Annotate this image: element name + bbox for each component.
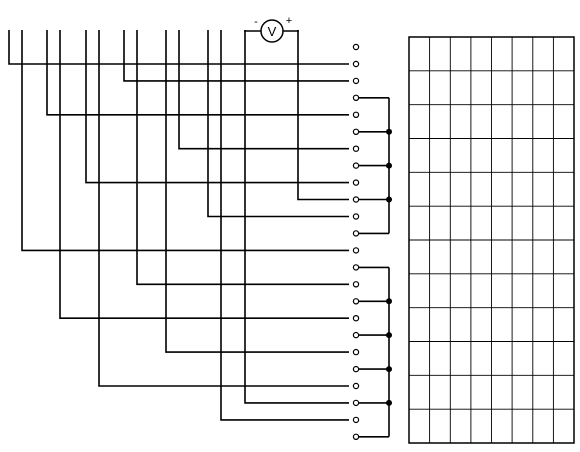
wire: [8, 30, 349, 65]
terminal-circle: [352, 298, 360, 305]
junction-dot: [386, 332, 392, 339]
wire: [123, 30, 349, 82]
terminal-circle: [352, 433, 360, 440]
wire: [244, 30, 349, 404]
wire: [165, 30, 349, 353]
terminal-circle: [352, 94, 360, 102]
junction-dot: [386, 162, 392, 169]
terminal-circle: [352, 365, 360, 373]
terminal-circle: [352, 43, 360, 51]
terminal-circle: [352, 315, 360, 322]
terminal-circle: [352, 60, 360, 68]
wire: [21, 30, 349, 252]
wire: [178, 30, 349, 150]
wire: [297, 30, 349, 201]
terminal-circle: [352, 230, 360, 237]
terminal-circle: [352, 145, 360, 152]
voltmeter-minus-label: -: [254, 16, 258, 28]
terminal-circle: [352, 77, 360, 85]
voltmeter-minus-lead: [244, 30, 261, 32]
terminal-circle: [352, 179, 360, 186]
terminal-circle: [352, 111, 360, 119]
junction-dot: [386, 366, 392, 373]
terminal-circle: [352, 213, 360, 220]
wire-layer: [8, 30, 349, 421]
junction-dot: [386, 128, 392, 135]
voltmeter-label: V: [268, 24, 277, 39]
terminal-circle: [352, 281, 360, 288]
switch-table: [408, 36, 575, 444]
voltmeter-plus-lead: [283, 30, 299, 32]
wire: [207, 30, 349, 218]
wire: [46, 30, 349, 116]
wire: [59, 30, 349, 319]
voltmeter: V - +: [254, 15, 292, 43]
terminal-circle: [352, 382, 360, 390]
terminal-circle: [352, 247, 360, 254]
terminal-circle: [352, 348, 360, 356]
voltmeter-plus-label: +: [286, 15, 292, 27]
terminal-block: [352, 43, 392, 440]
wire: [220, 30, 349, 421]
wire: [98, 30, 349, 387]
terminal-circle: [352, 416, 360, 424]
terminal-circle: [352, 331, 360, 339]
junction-dot: [386, 298, 392, 305]
junction-dot: [386, 196, 392, 203]
terminal-circle: [352, 399, 360, 407]
terminal-circle: [352, 196, 360, 203]
voltmeter-symbol: [260, 19, 284, 43]
wire: [136, 30, 349, 286]
terminal-circle: [352, 128, 360, 135]
terminal-circle: [352, 162, 360, 169]
terminal-circle: [352, 264, 360, 271]
wire: [85, 30, 349, 184]
junction-dot: [386, 399, 392, 406]
